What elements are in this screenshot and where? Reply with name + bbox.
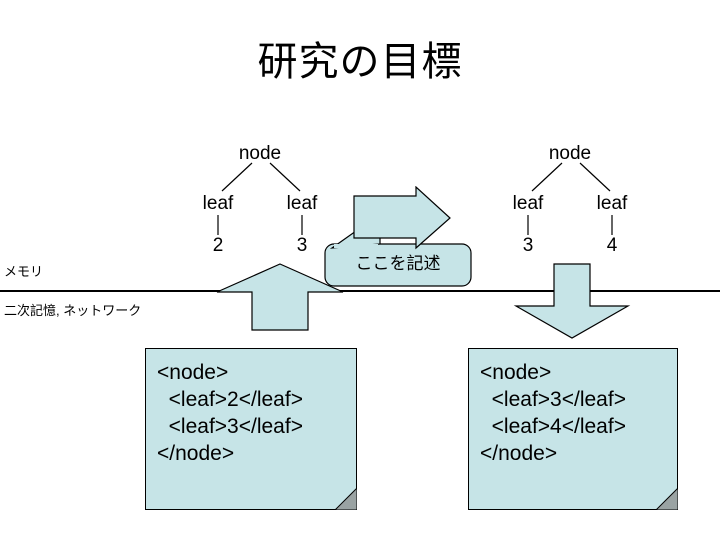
tree-left-leaf1-label: leaf (202, 193, 234, 214)
tree-right-leaf2-label: leaf (596, 193, 628, 214)
tree-left-root-label: node (238, 143, 282, 164)
memory-storage-divider (0, 290, 720, 292)
tree-right-leaf1-label: leaf (512, 193, 544, 214)
up-arrow-parse (215, 262, 345, 332)
up-arrow-icon (216, 263, 344, 331)
code-note-right[interactable]: <node> <leaf>3</leaf> <leaf>4</leaf> </n… (468, 348, 678, 510)
tree-right-value2: 4 (606, 235, 618, 256)
page-fold-icon (335, 488, 357, 510)
code-note-left-text: <node> <leaf>2</leaf> <leaf>3</leaf> </n… (157, 361, 303, 465)
tree-right-root-label: node (548, 143, 592, 164)
tree-right-value1: 3 (522, 235, 534, 256)
label-secondary-storage: 二次記憶, ネットワーク (4, 303, 142, 318)
tree-diagram-right: node leaf leaf 3 4 (470, 143, 670, 258)
label-memory: メモリ (4, 264, 44, 279)
down-arrow-icon (513, 263, 631, 339)
tree-edges-left (217, 162, 303, 235)
tree-left-value1: 2 (212, 235, 224, 256)
code-note-left[interactable]: <node> <leaf>2</leaf> <leaf>3</leaf> </n… (145, 348, 357, 510)
down-arrow-serialize (512, 262, 632, 340)
callout-shape (324, 185, 472, 287)
tree-left-value2: 3 (296, 235, 308, 256)
code-note-right-text: <node> <leaf>3</leaf> <leaf>4</leaf> </n… (480, 361, 626, 465)
tree-edges-right (527, 162, 613, 235)
page-title: 研究の目標 (257, 40, 463, 84)
tree-left-leaf2-label: leaf (286, 193, 318, 214)
page-fold-icon (656, 488, 678, 510)
callout-here-described[interactable]: ここを記述 (324, 185, 472, 290)
tree-diagram-left: node leaf leaf 2 3 (160, 143, 360, 258)
